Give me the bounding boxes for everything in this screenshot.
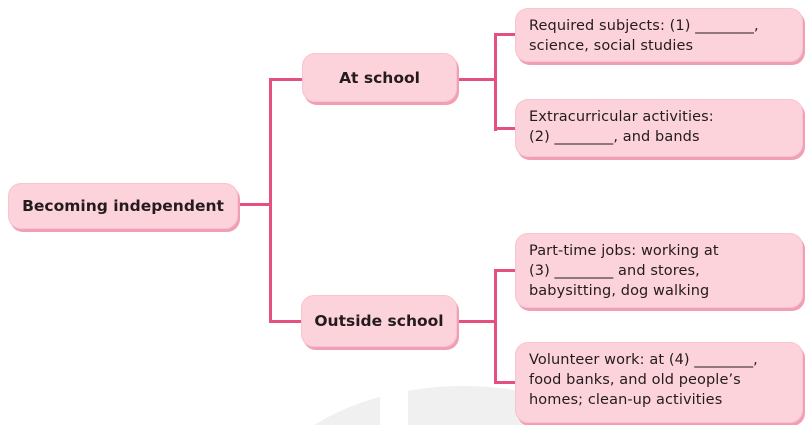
watermark-gap <box>380 386 408 425</box>
connector-line <box>497 381 517 384</box>
root-node: Becoming independent <box>8 183 238 229</box>
leaf-node-extracurricular-activities: Extracurricular activities: (2) ________… <box>515 99 803 157</box>
branch-node-label: At school <box>339 68 420 87</box>
connector-line <box>455 320 497 323</box>
connector-line <box>272 78 304 81</box>
connector-line <box>497 269 517 272</box>
leaf-node-part-time-jobs: Part-time jobs: working at (3) ________ … <box>515 233 803 308</box>
leaf-node-volunteer-work: Volunteer work: at (4) ________, food ba… <box>515 342 803 423</box>
connector-line <box>497 33 517 36</box>
connector-line <box>494 269 497 384</box>
connector-line <box>497 127 517 130</box>
leaf-text: Required subjects: (1) ________, science… <box>529 18 759 54</box>
branch-node-at-school: At school <box>302 53 457 102</box>
leaf-text: Part-time jobs: working at (3) ________ … <box>529 243 719 299</box>
connector-line <box>269 78 272 323</box>
branch-node-label: Outside school <box>314 312 444 330</box>
leaf-node-required-subjects: Required subjects: (1) ________, science… <box>515 8 803 62</box>
branch-node-outside-school: Outside school <box>301 295 457 347</box>
leaf-text: Volunteer work: at (4) ________, food ba… <box>529 352 758 408</box>
root-node-label: Becoming independent <box>22 197 224 215</box>
leaf-text: Extracurricular activities: (2) ________… <box>529 109 714 145</box>
connector-line <box>236 203 272 206</box>
connector-line <box>272 320 304 323</box>
connector-line <box>494 33 497 131</box>
connector-line <box>455 78 497 81</box>
